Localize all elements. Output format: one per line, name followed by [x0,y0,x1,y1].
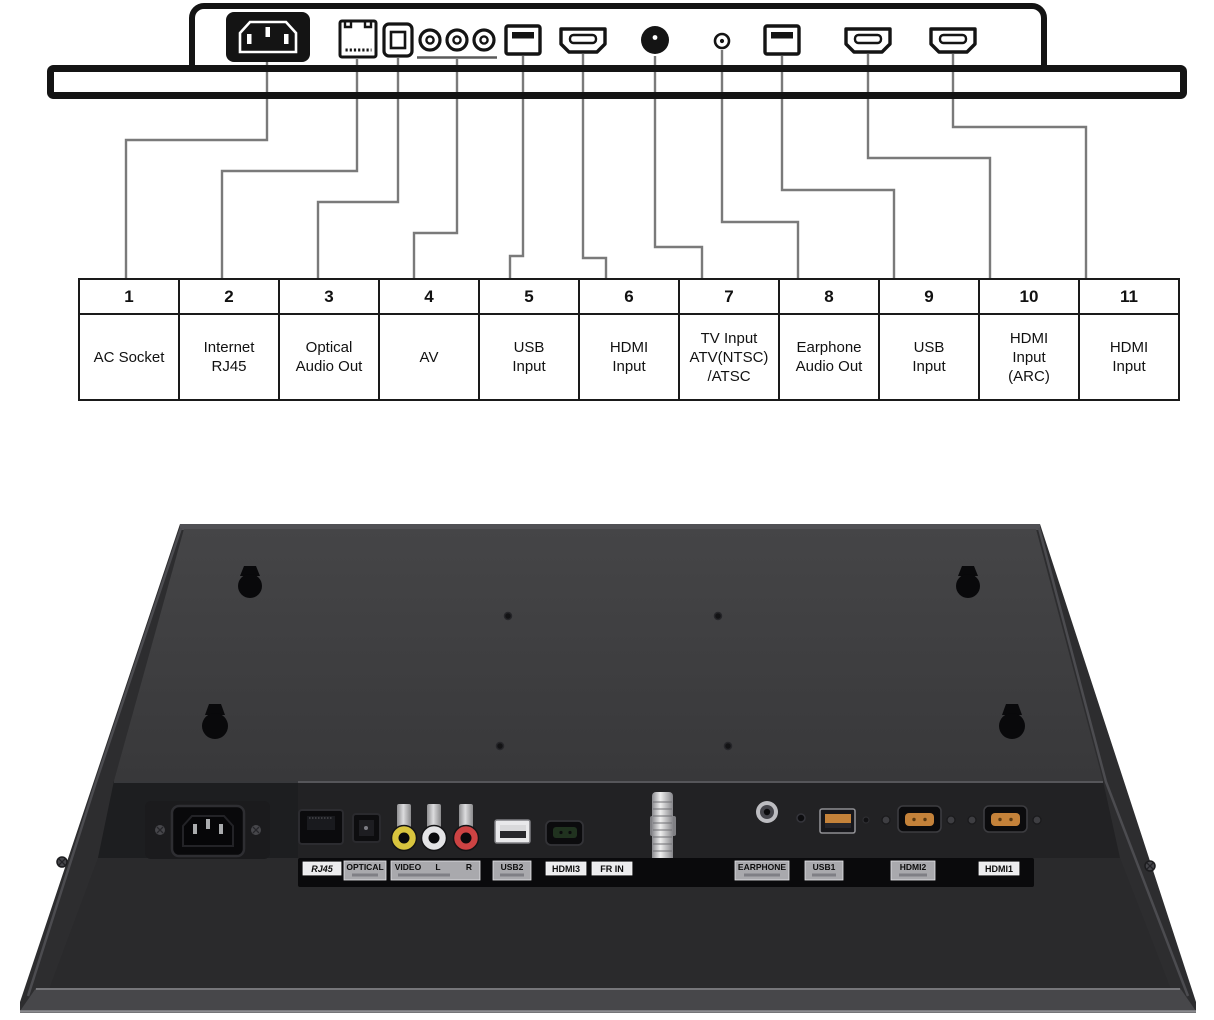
hdmi1-label: HDMI1 [985,864,1013,874]
video-right-label: R [466,862,472,872]
port-number: 3 [278,278,380,315]
port-number: 7 [678,278,780,315]
screw-hole [862,816,870,824]
video-label: VIDEO [395,862,422,872]
port-name: HDMI Input [578,313,680,401]
port-number: 8 [778,278,880,315]
port-number: 1 [78,278,180,315]
hdmi2-label: HDMI2 [900,862,927,872]
hdmi3-port-photo [545,820,584,846]
usb2-label: USB2 [501,862,524,872]
video-left-label: L [435,862,440,872]
hdmi-icon [929,27,977,54]
port-number-row: 1 2 3 4 5 6 7 8 9 10 11 [78,278,1180,315]
port-name: HDMI Input (ARC) [978,313,1080,401]
earphone-port-photo [756,801,778,823]
tv-bottom-edge [20,988,1196,1011]
fr-in-label: FR IN [600,864,624,874]
hdmi2-port-photo [881,805,956,833]
rj45-port-photo [298,809,344,845]
usb1-label: USB1 [813,862,836,872]
keyhole-mount [202,566,1025,739]
optical-port-photo [352,813,381,843]
callout-lines [124,50,1088,278]
coax-antenna-icon [641,26,669,54]
port-number: 5 [478,278,580,315]
earphone-label: EARPHONE [738,862,787,872]
port-number: 2 [178,278,280,315]
port-name: HDMI Input [1078,313,1180,401]
av-rca-icon [417,28,497,59]
tv-back-plate [114,529,1103,781]
rear-panel-schematic [47,3,1187,278]
port-name: Internet RJ45 [178,313,280,401]
rj45-label: RJ45 [311,864,334,874]
hdmi-icon [559,27,607,54]
port-name: USB Input [478,313,580,401]
bezel-screw [56,856,1156,872]
ir-sensor-hole [796,813,806,823]
tv-edge-bar [47,65,1187,99]
av-rca-ports-photo [390,804,480,852]
tv-back-photo: RJ45 OPTICAL VIDEO L R USB2 HDMI3 FR IN … [20,524,1196,1013]
port-name: Optical Audio Out [278,313,380,401]
port-number: 10 [978,278,1080,315]
port-legend-table: 1 2 3 4 5 6 7 8 9 10 11 AC Socket Intern… [78,278,1180,401]
hdmi1-port-photo [967,805,1042,833]
optical-label: OPTICAL [346,862,383,872]
port-name: AV [378,313,480,401]
usb1-port-photo [819,808,856,834]
usb-icon [763,24,801,56]
ac-inlet-port-photo [145,801,270,859]
port-name: AC Socket [78,313,180,401]
port-number: 6 [578,278,680,315]
port-labels: RJ45 OPTICAL VIDEO L R USB2 HDMI3 FR IN … [302,860,1020,881]
usb2-port-photo [494,819,531,844]
screw-hole [495,611,733,751]
port-name: Earphone Audio Out [778,313,880,401]
port-name-row: AC Socket Internet RJ45 Optical Audio Ou… [78,313,1180,401]
ac-socket-icon [226,12,310,62]
port-number: 11 [1078,278,1180,315]
coax-fr-in-port-photo [650,792,676,865]
port-number: 9 [878,278,980,315]
usb-icon [504,24,542,56]
hdmi3-label: HDMI3 [552,864,580,874]
hdmi-icon [844,27,892,54]
port-number: 4 [378,278,480,315]
port-label-band [298,858,1034,887]
earphone-jack-icon [713,32,731,50]
optical-audio-icon [382,22,414,58]
rj45-icon [338,19,378,59]
port-name: USB Input [878,313,980,401]
port-name: TV Input ATV(NTSC) /ATSC [678,313,780,401]
